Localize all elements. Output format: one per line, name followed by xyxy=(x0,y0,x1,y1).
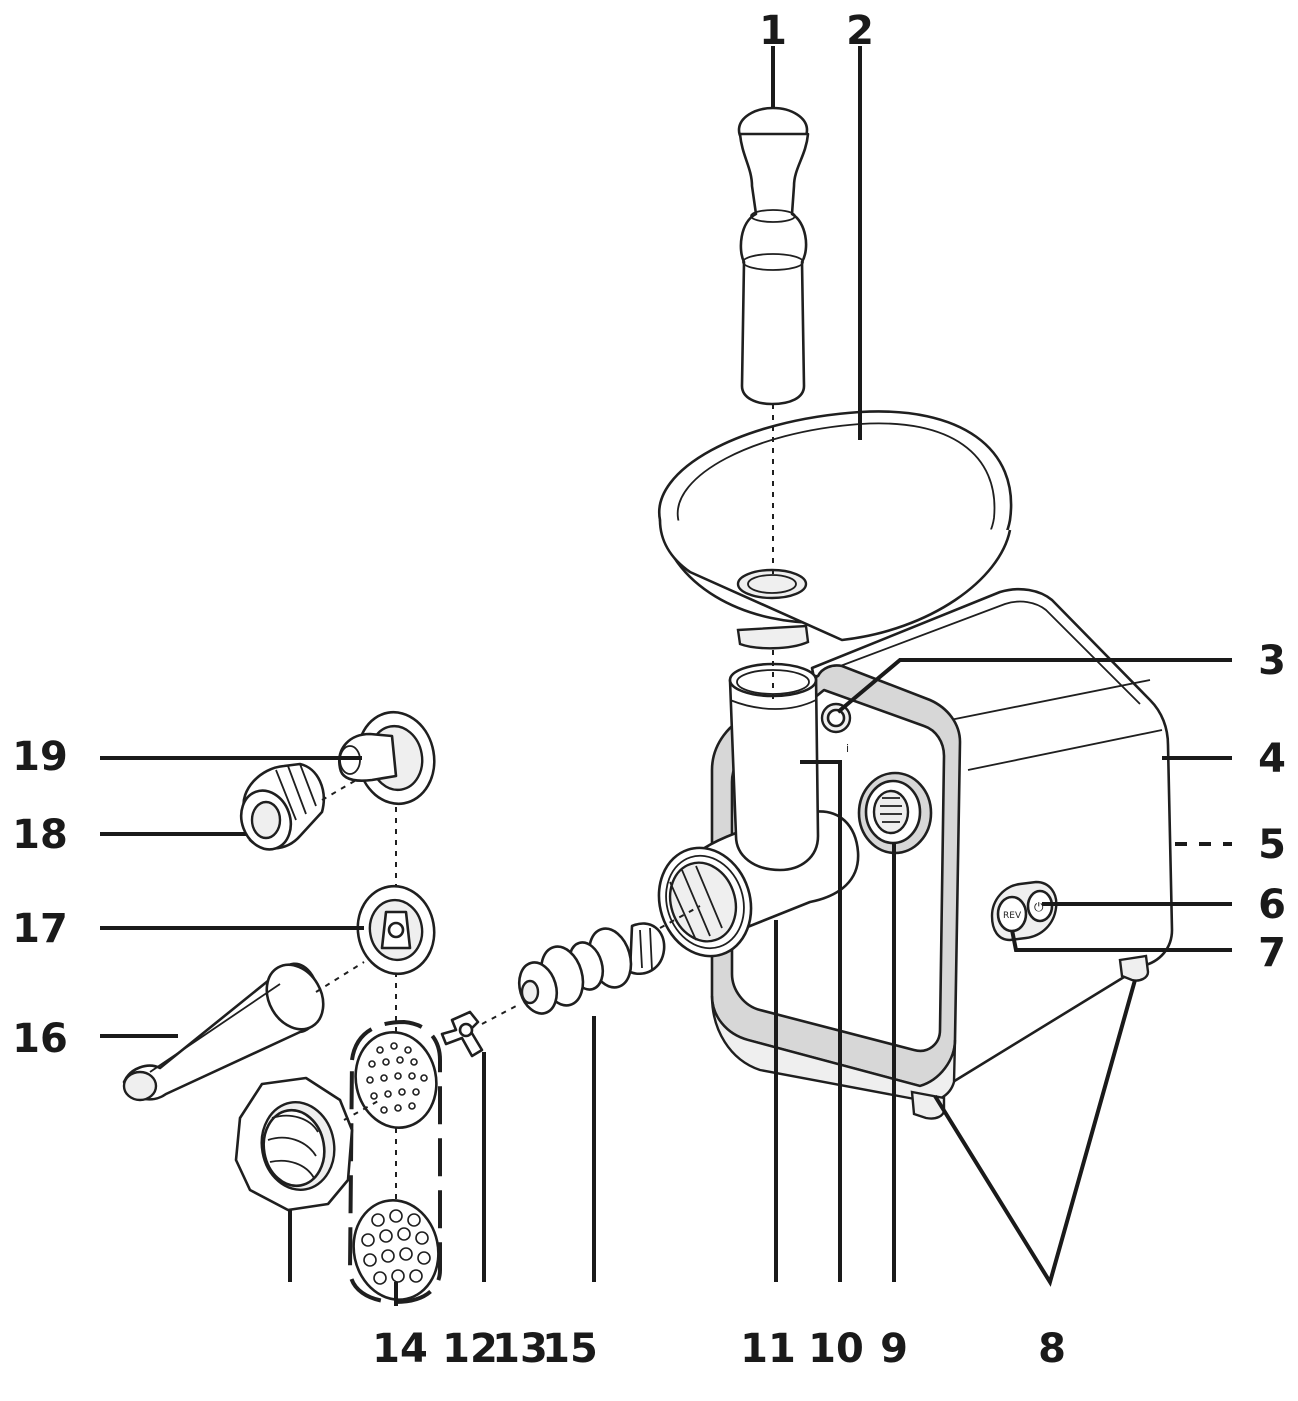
cutting-disc-fine xyxy=(354,1031,438,1129)
feed-screw xyxy=(517,922,666,1015)
callout-10: 10 xyxy=(808,1326,864,1372)
locking-ring xyxy=(234,1076,354,1212)
callout-3: 3 xyxy=(1258,638,1286,684)
callout-11: 11 xyxy=(740,1326,796,1372)
callout-8: 8 xyxy=(1038,1326,1066,1372)
callout-13: 13 xyxy=(492,1326,548,1372)
sausage-cone xyxy=(239,762,326,851)
callout-12: 12 xyxy=(442,1326,498,1372)
callout-1: 1 xyxy=(759,8,787,54)
callout-7: 7 xyxy=(1258,930,1286,976)
spacer-ring xyxy=(356,884,436,976)
cutting-disc-coarse xyxy=(352,1199,440,1301)
callout-16: 16 xyxy=(12,1016,68,1062)
grinder-head xyxy=(657,662,860,958)
callout-2: 2 xyxy=(846,8,874,54)
food-pusher xyxy=(737,106,810,406)
callout-19: 19 xyxy=(12,734,68,780)
control-button-group: REV ⏻ xyxy=(990,880,1058,942)
callout-14: 14 xyxy=(372,1326,428,1372)
callout-6: 6 xyxy=(1258,882,1286,928)
kebbe-attachment xyxy=(338,710,436,806)
sausage-tube xyxy=(122,962,325,1102)
callout-17: 17 xyxy=(12,906,68,952)
callout-4: 4 xyxy=(1258,736,1286,782)
callout-5: 5 xyxy=(1258,822,1286,868)
drive-socket xyxy=(857,771,933,855)
svg-text:i: i xyxy=(846,742,849,755)
callout-18: 18 xyxy=(12,812,68,858)
cutting-blade xyxy=(440,1010,484,1058)
power-button-symbol: ⏻ xyxy=(1034,900,1044,914)
callout-labels: 1 2 3 4 5 6 7 8 9 10 11 12 13 14 15 16 1… xyxy=(12,8,1286,1372)
callout-15: 15 xyxy=(542,1326,598,1372)
leader-lines xyxy=(100,46,1232,1306)
food-tray xyxy=(657,410,1013,650)
cutting-discs-bracket xyxy=(347,1019,442,1305)
reverse-button-label: REV xyxy=(1003,911,1022,921)
callout-9: 9 xyxy=(880,1326,908,1372)
